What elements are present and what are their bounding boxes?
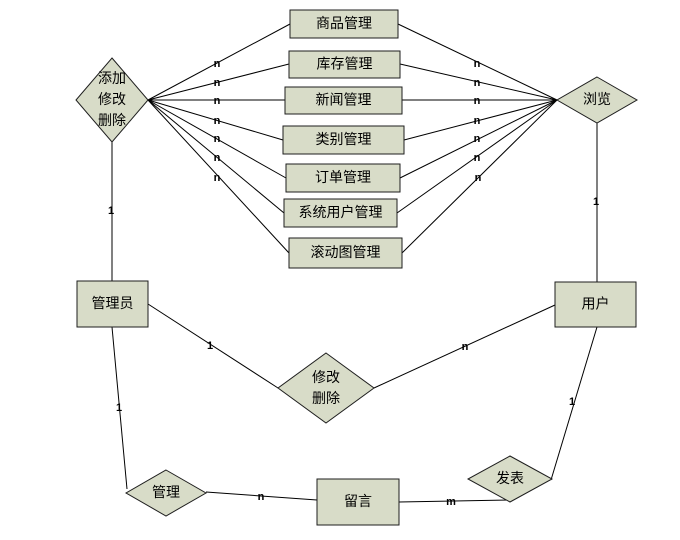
edge-addmod-category: [147, 99, 284, 141]
entity-order-label: 订单管理: [315, 170, 371, 186]
entity-user-label: 用户: [582, 296, 610, 313]
entity-order-management: 订单管理: [285, 163, 401, 193]
edges: [111, 23, 598, 503]
entity-stock-label: 库存管理: [317, 57, 373, 73]
cardinality-left-order: n: [214, 133, 221, 145]
entity-category-label: 类别管理: [316, 132, 372, 148]
edge-user-publish: [550, 326, 598, 481]
edge-manage-message: [205, 491, 318, 501]
entity-news-management: 新闻管理: [284, 86, 403, 115]
cardinality-manage-message: n: [258, 491, 265, 503]
cardinality-right-carousel: n: [475, 172, 482, 184]
relation-add-modify-delete: 添加 修改 删除: [75, 57, 149, 143]
edge-addmod-carousel: [147, 99, 290, 254]
edge-stock-browse: [399, 63, 558, 101]
entity-carousel-label: 滚动图管理: [311, 244, 381, 261]
relation-manage: 管理: [124, 469, 208, 517]
edge-addmod-order: [147, 99, 287, 179]
entity-admin: 管理员: [76, 280, 149, 328]
edge-addmod-sysuser: [147, 99, 285, 214]
entity-news-label: 新闻管理: [316, 93, 372, 109]
cardinality-right-category: n: [474, 115, 481, 127]
entity-message-label: 留言: [344, 494, 372, 510]
entity-carousel-management: 滚动图管理: [288, 237, 403, 269]
cardinality-left-stock: n: [214, 77, 221, 89]
relation-add-modify-delete-line-2: 修改: [98, 92, 126, 108]
entity-sysuser-label: 系统用户管理: [299, 204, 383, 221]
cardinality-labels: n n n n n n n n n n n n n n 1 1 1 n 1 n …: [108, 58, 599, 508]
cardinality-left-carousel: n: [214, 172, 221, 184]
relation-modify-delete: 修改 删除: [277, 352, 375, 424]
entity-goods-label: 商品管理: [316, 16, 372, 32]
relation-publish-label: 发表: [496, 471, 524, 487]
cardinality-user-browse: 1: [593, 196, 599, 208]
relation-add-modify-delete-line-3: 删除: [98, 113, 126, 129]
cardinality-left-news: n: [214, 95, 221, 107]
cardinality-admin-add: 1: [108, 205, 114, 217]
entity-admin-label: 管理员: [92, 296, 134, 312]
relation-add-modify-delete-line-1: 添加: [98, 71, 126, 87]
relation-manage-label: 管理: [152, 485, 180, 501]
edge-sysuser-browse: [396, 99, 558, 214]
cardinality-user-modify: n: [462, 341, 469, 353]
cardinality-right-stock: n: [474, 77, 481, 89]
edge-order-browse: [399, 99, 558, 179]
cardinality-left-goods: n: [214, 58, 221, 70]
entity-message: 留言: [316, 478, 400, 526]
cardinality-right-order: n: [474, 133, 481, 145]
relation-browse-label: 浏览: [583, 92, 611, 108]
cardinality-right-sysuser: n: [474, 152, 481, 164]
edge-addmod-goods: [147, 23, 291, 101]
entity-goods-management: 商品管理: [289, 9, 399, 39]
entity-category-management: 类别管理: [282, 125, 405, 155]
cardinality-admin-manage: 1: [116, 402, 122, 414]
edge-addmod-stock: [147, 63, 290, 101]
edge-admin-moddel: [147, 303, 279, 389]
entity-user: 用户: [554, 281, 637, 328]
edge-category-browse: [403, 99, 558, 141]
relation-browse: 浏览: [555, 76, 639, 124]
edge-carousel-browse: [401, 99, 558, 254]
cardinality-right-goods: n: [474, 58, 481, 70]
entity-sysuser-management: 系统用户管理: [283, 198, 398, 228]
edge-publish-message: [398, 499, 511, 503]
edge-user-moddel: [373, 304, 556, 389]
cardinality-publish-message: m: [446, 496, 456, 508]
cardinality-user-publish: 1: [569, 396, 575, 408]
entity-stock-management: 库存管理: [288, 50, 401, 79]
edge-goods-browse: [397, 23, 558, 101]
cardinality-right-news: n: [474, 95, 481, 107]
relation-modify-delete-line-1: 修改: [312, 370, 340, 386]
cardinality-left-sysuser: n: [214, 152, 221, 164]
relation-modify-delete-line-2: 删除: [312, 391, 340, 407]
cardinality-left-category: n: [214, 115, 221, 127]
edge-admin-manage: [111, 326, 128, 490]
cardinality-admin-modify: 1: [207, 340, 213, 352]
relation-publish: 发表: [466, 455, 554, 503]
